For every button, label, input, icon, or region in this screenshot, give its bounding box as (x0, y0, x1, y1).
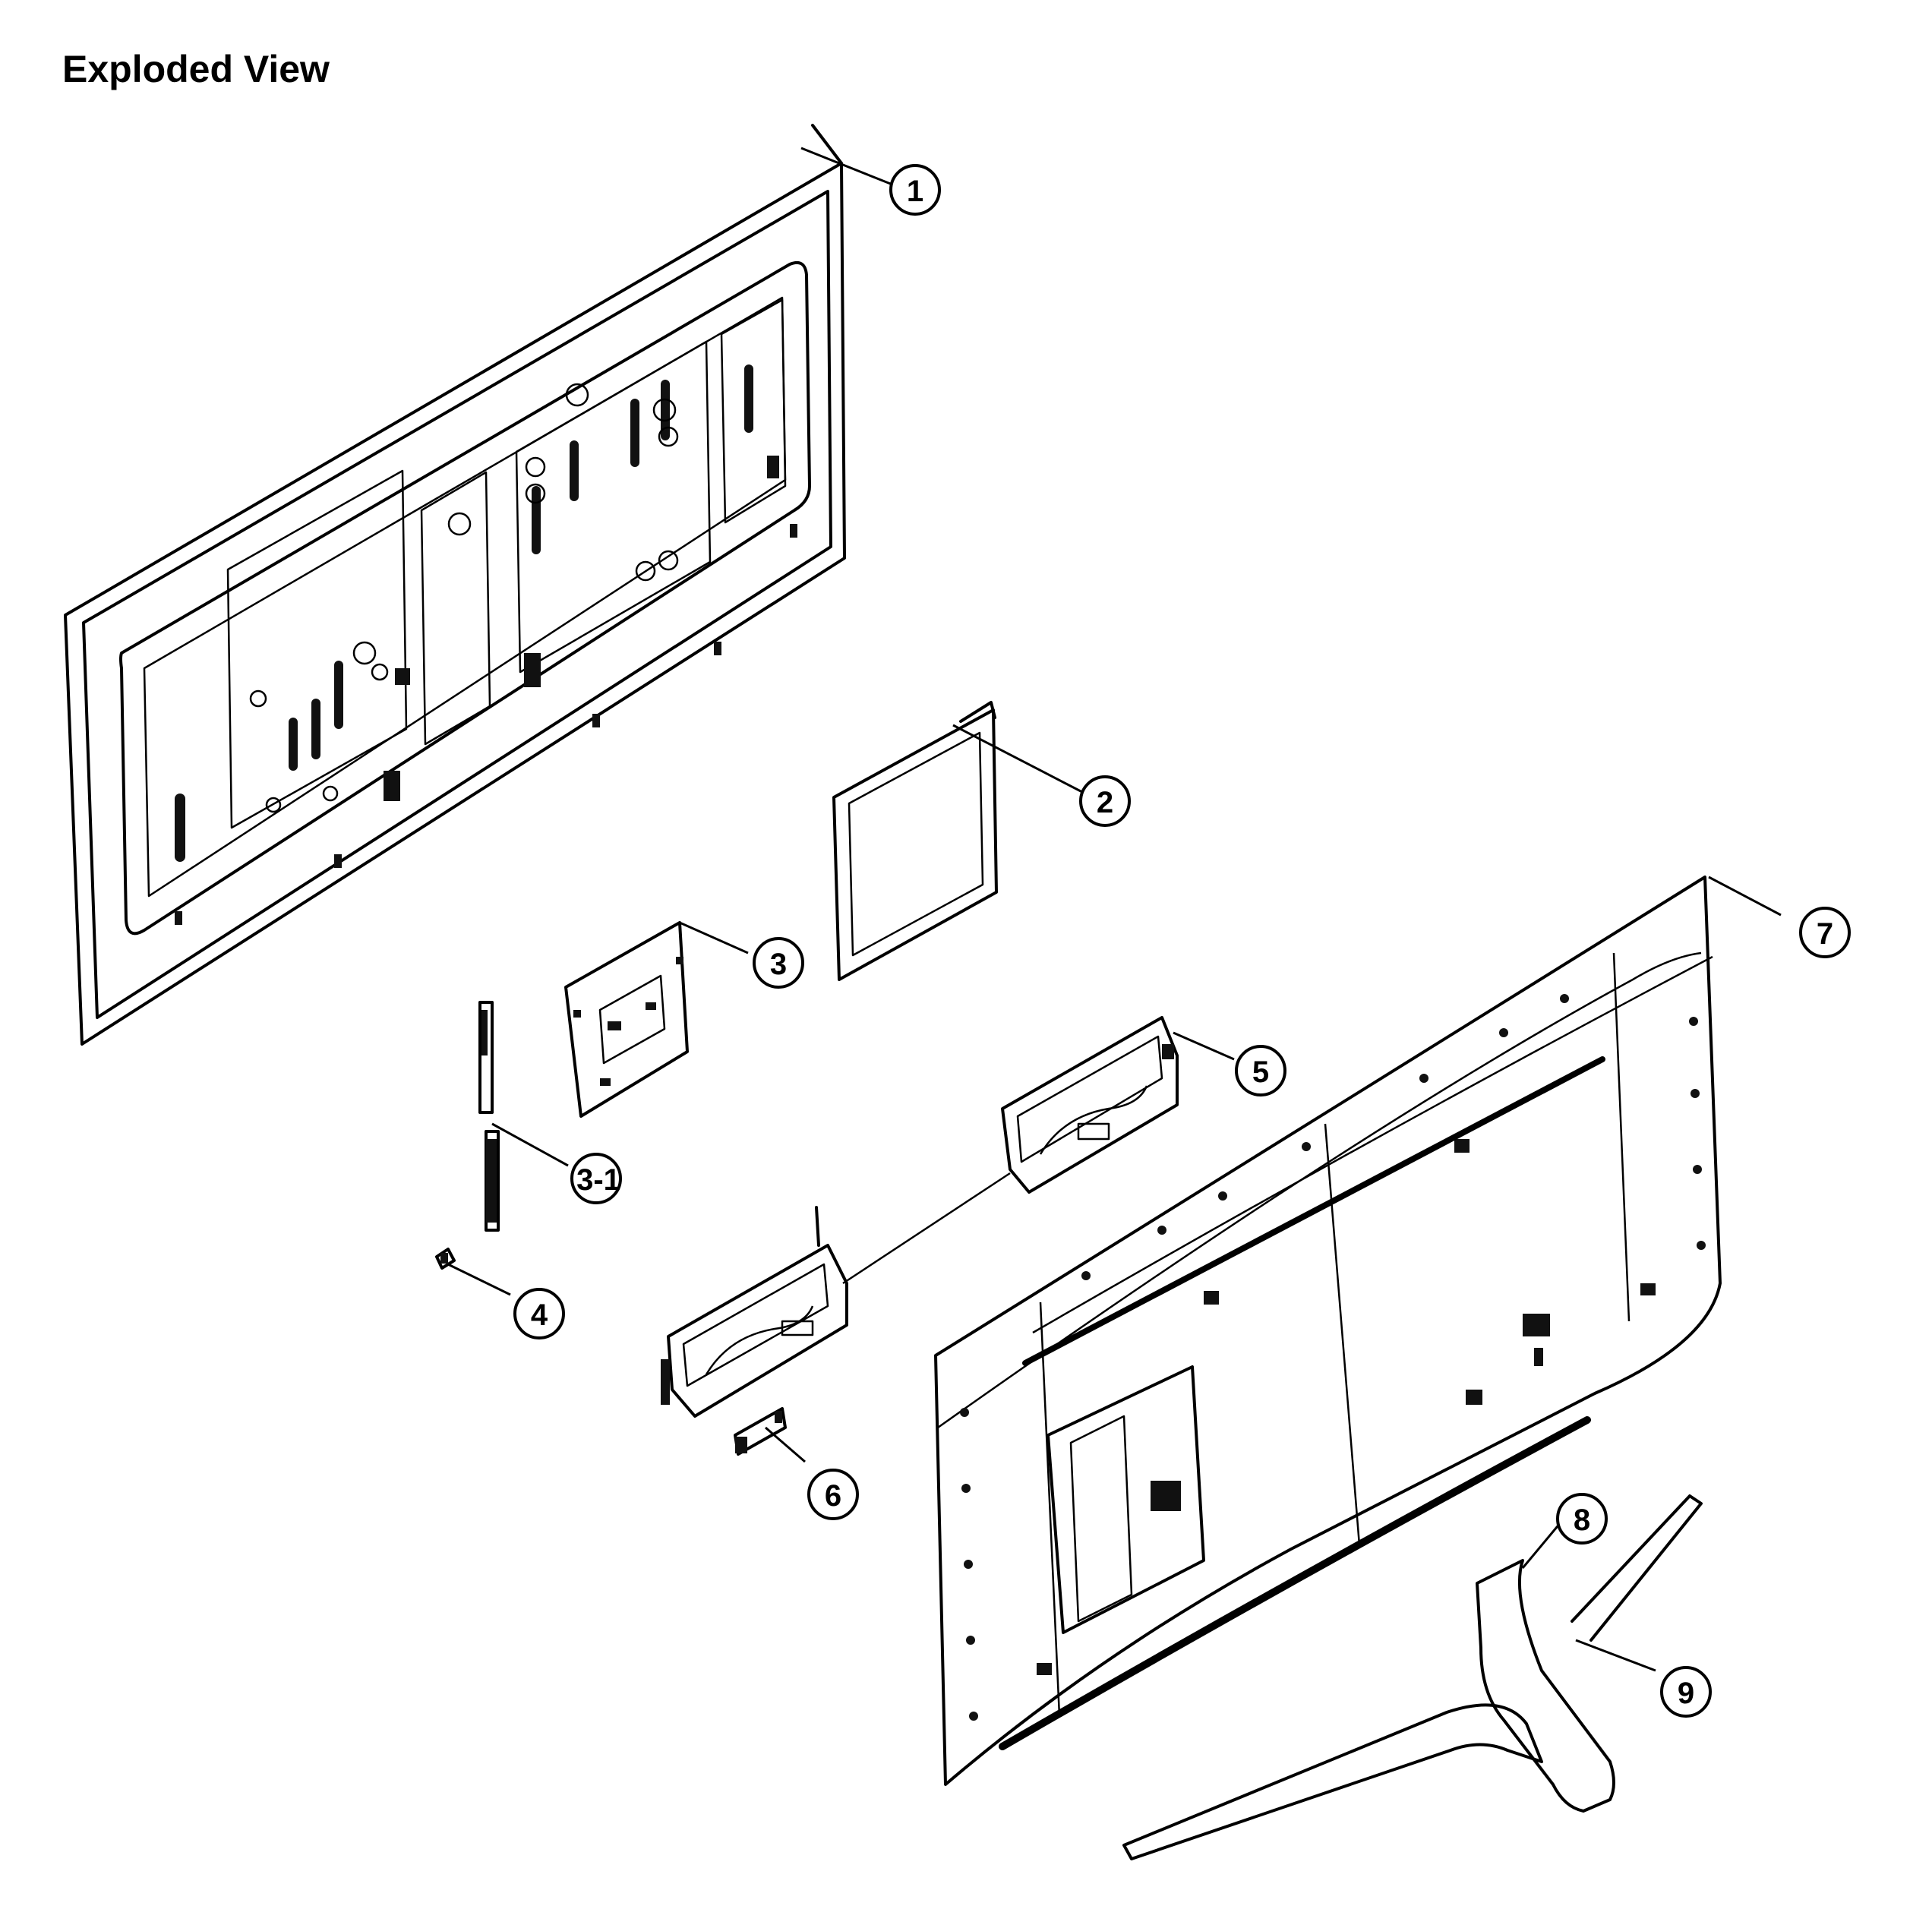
svg-text:3: 3 (770, 948, 787, 981)
svg-text:1: 1 (907, 175, 923, 208)
svg-text:6: 6 (825, 1479, 841, 1513)
part-3-main-board (564, 921, 689, 1118)
part-3-1-strip-board (478, 1001, 500, 1232)
svg-text:7: 7 (1817, 917, 1833, 951)
svg-text:8: 8 (1574, 1504, 1590, 1537)
callout-2: 2 (1079, 775, 1131, 827)
svg-text:3-1: 3-1 (576, 1163, 620, 1197)
callout-6: 6 (807, 1469, 859, 1520)
callout-7: 7 (1799, 907, 1851, 958)
callout-5: 5 (1235, 1045, 1286, 1096)
callout-8: 8 (1556, 1493, 1608, 1545)
leader-lines (447, 147, 1782, 1672)
page-title: Exploded View (62, 48, 330, 90)
svg-text:2: 2 (1097, 786, 1113, 819)
part-1-chassis-frame (64, 124, 846, 1046)
svg-text:4: 4 (531, 1298, 548, 1332)
callout-3-1: 3-1 (570, 1153, 622, 1204)
callout-9: 9 (1660, 1666, 1712, 1718)
part-6-connector (734, 1407, 787, 1456)
part-5-speaker-right (1001, 1016, 1179, 1194)
part-2-bracket (832, 701, 998, 981)
svg-text:9: 9 (1678, 1677, 1694, 1710)
part-7-rear-cover (934, 876, 1722, 1786)
callout-1: 1 (889, 164, 941, 216)
callout-3: 3 (753, 937, 804, 989)
svg-text:5: 5 (1252, 1055, 1269, 1089)
part-8-9-stand (1122, 1494, 1703, 1860)
part-5-speaker-left (661, 1172, 1011, 1418)
callout-4: 4 (513, 1288, 565, 1339)
part-4-clip (435, 1248, 456, 1270)
